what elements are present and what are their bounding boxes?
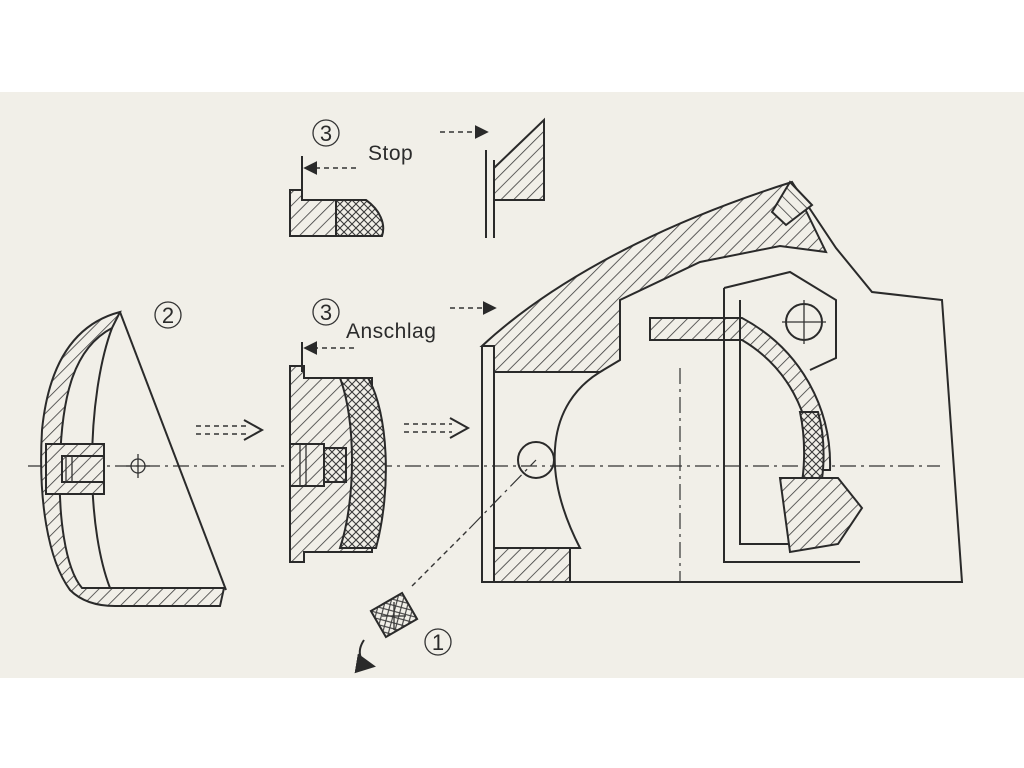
anschlag-label: Anschlag: [346, 320, 436, 343]
svg-text:1: 1: [432, 630, 444, 655]
stop-detail: [289, 117, 545, 238]
callout-3-anschlag: 3: [312, 298, 340, 326]
svg-text:2: 2: [162, 303, 174, 328]
insert-part: [289, 365, 387, 563]
knob-part: [40, 310, 227, 607]
assembly-drawing: 2 3 Anschlag 3 Stop: [0, 92, 1024, 678]
screw-part: [354, 459, 537, 674]
callout-1: 1: [424, 628, 452, 656]
housing-part: [479, 180, 964, 583]
direction-arrow-left: [196, 419, 265, 441]
svg-text:3: 3: [320, 300, 332, 325]
stop-label: Stop: [368, 142, 413, 165]
direction-arrow-middle: [404, 417, 471, 439]
callout-3-stop: 3: [312, 119, 340, 147]
callout-2: 2: [154, 301, 182, 329]
svg-text:3: 3: [320, 121, 332, 146]
